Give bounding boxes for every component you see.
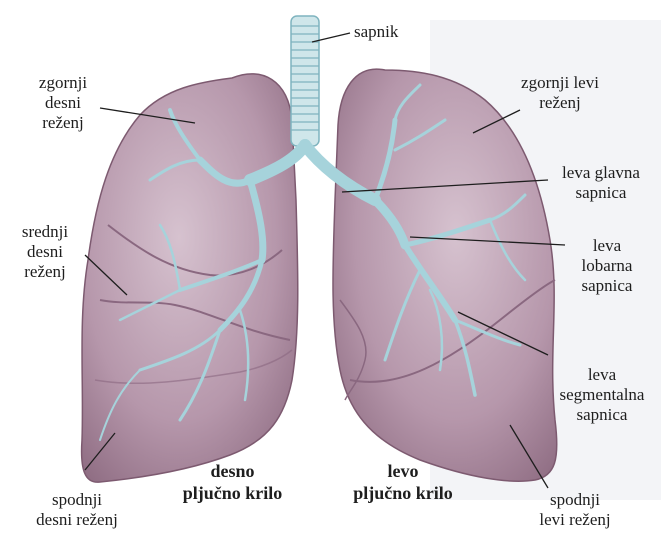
label-leva-lobarna-sapnica: leva lobarna sapnica (566, 236, 648, 296)
label-line: zgornji levi (500, 73, 620, 93)
label-line: leva glavna (545, 163, 657, 183)
label-line: zgornji (20, 73, 106, 93)
label-line: reženj (500, 93, 620, 113)
label-srednji-desni-reznej: srednji desni reženj (4, 222, 86, 282)
label-line: desni reženj (2, 510, 152, 530)
label-line: lobarna (566, 256, 648, 276)
label-line: sapnica (545, 183, 657, 203)
trachea (291, 16, 319, 146)
label-line: reženj (4, 262, 86, 282)
label-line: levi reženj (520, 510, 630, 530)
label-line: desno (160, 460, 305, 482)
label-line: sapnica (566, 276, 648, 296)
label-line: sapnica (548, 405, 656, 425)
label-line: leva (548, 365, 656, 385)
label-leva-glavna-sapnica: leva glavna sapnica (545, 163, 657, 203)
label-line: desni (4, 242, 86, 262)
label-zgornji-levi-reznej: zgornji levi reženj (500, 73, 620, 113)
label-sapnik: sapnik (354, 22, 398, 42)
label-line: srednji (4, 222, 86, 242)
label-line: spodnji (2, 490, 152, 510)
label-sapnik-text: sapnik (354, 22, 398, 42)
label-line: desni (20, 93, 106, 113)
label-line: spodnji (520, 490, 630, 510)
right-lung (82, 74, 298, 482)
label-line: reženj (20, 113, 106, 133)
label-line: pljučno krilo (338, 482, 468, 504)
label-line: segmentalna (548, 385, 656, 405)
label-spodnji-levi-reznej: spodnji levi reženj (520, 490, 630, 530)
label-leva-segmentalna-sapnica: leva segmentalna sapnica (548, 365, 656, 425)
label-levo-pljucno-krilo: levo pljučno krilo (338, 460, 468, 504)
label-line: leva (566, 236, 648, 256)
label-spodnji-desni-reznej: spodnji desni reženj (2, 490, 152, 530)
label-zgornji-desni-reznej: zgornji desni reženj (20, 73, 106, 133)
label-line: levo (338, 460, 468, 482)
label-desno-pljucno-krilo: desno pljučno krilo (160, 460, 305, 504)
label-line: pljučno krilo (160, 482, 305, 504)
